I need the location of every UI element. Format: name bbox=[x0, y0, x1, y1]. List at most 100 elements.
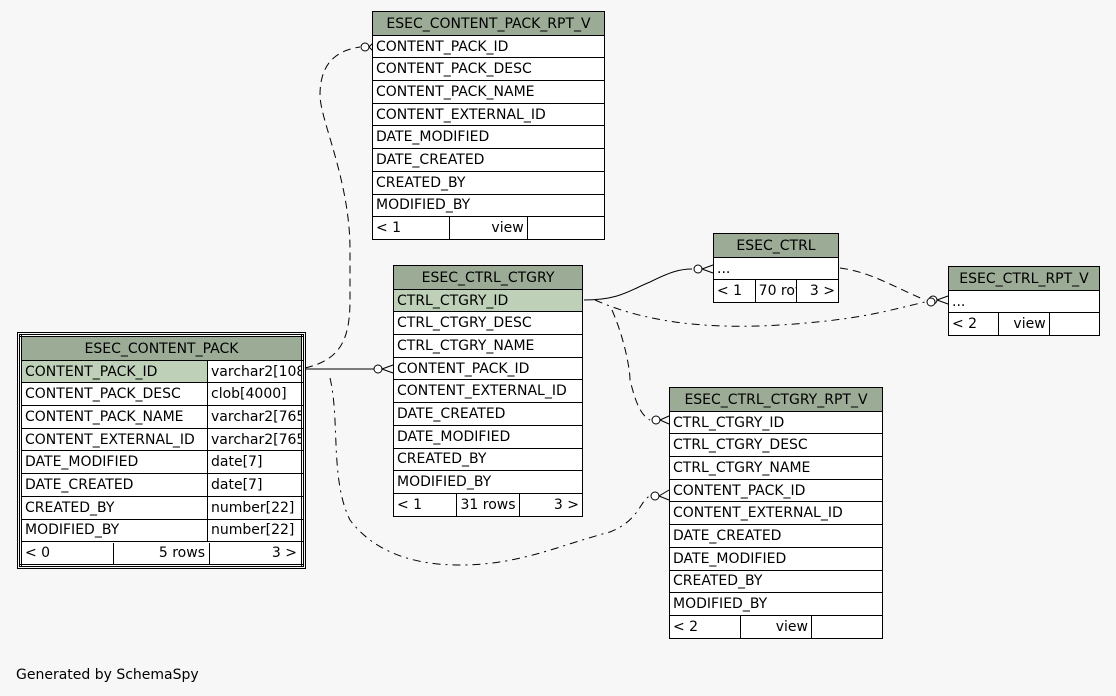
parents-link[interactable]: < 1 bbox=[713, 279, 756, 304]
edge-content-pack-to-rpt-v bbox=[304, 46, 361, 369]
table-title[interactable]: ESEC_CONTENT_PACK bbox=[20, 335, 303, 361]
table-row: MODIFIED_BY number[22] bbox=[20, 518, 303, 543]
table-row: CONTENT_PACK_ID varchar2[108] bbox=[20, 359, 303, 384]
edge-end-circle bbox=[360, 42, 370, 52]
table-row: DATE_MODIFIED date[7] bbox=[20, 450, 303, 475]
row-count: 5 rows bbox=[114, 542, 210, 564]
parents-link[interactable]: < 2 bbox=[669, 614, 741, 639]
children-link[interactable]: 3 > bbox=[271, 544, 297, 561]
table-esec-ctrl-rpt-v[interactable]: ESEC_CTRL_RPT_V ... < 2 view bbox=[947, 266, 1101, 337]
column-name: MODIFIED_BY bbox=[393, 470, 583, 494]
children-link[interactable] bbox=[1048, 312, 1101, 337]
table-row: DATE_CREATED bbox=[372, 148, 605, 172]
children-link[interactable]: 3 > bbox=[796, 279, 839, 304]
column-name: DATE_MODIFIED bbox=[372, 125, 605, 150]
edge-ctrl-ctgry-to-ctrl-ctgry-rpt-v bbox=[611, 309, 651, 421]
table-row: CTRL_CTGRY_ID bbox=[669, 410, 883, 435]
table-title[interactable]: ESEC_CTRL_CTGRY_RPT_V bbox=[669, 387, 883, 412]
table-esec-content-pack[interactable]: ESEC_CONTENT_PACK CONTENT_PACK_ID varcha… bbox=[17, 332, 306, 569]
table-row: DATE_CREATED bbox=[393, 402, 583, 426]
row-count: 70 rows bbox=[754, 279, 798, 304]
row-count: 31 rows bbox=[456, 492, 520, 517]
table-esec-ctrl-ctgry-rpt-v[interactable]: ESEC_CTRL_CTGRY_RPT_V CTRL_CTGRY_ID CTRL… bbox=[669, 387, 883, 639]
parents-link[interactable]: < 0 bbox=[22, 542, 114, 564]
table-row: DATE_MODIFIED bbox=[372, 125, 605, 150]
crows-foot bbox=[381, 364, 394, 374]
table-row: CONTENT_PACK_NAME varchar2[765] bbox=[20, 405, 303, 429]
column-name: CREATED_BY bbox=[20, 495, 208, 520]
column-name: CTRL_CTGRY_ID bbox=[669, 410, 883, 435]
edge-end-circle bbox=[650, 491, 660, 501]
column-name: CREATED_BY bbox=[669, 569, 883, 594]
column-name: DATE_CREATED bbox=[20, 473, 208, 497]
table-row: DATE_MODIFIED bbox=[669, 546, 883, 571]
table-row: CONTENT_PACK_DESC clob[4000] bbox=[20, 382, 303, 407]
table-row: CONTENT_EXTERNAL_ID varchar2[765] bbox=[20, 427, 303, 452]
table-row: ... bbox=[713, 256, 839, 281]
column-name: CTRL_CTGRY_NAME bbox=[669, 456, 883, 480]
table-row: CTRL_CTGRY_NAME bbox=[669, 456, 883, 480]
parents-link[interactable]: < 1 bbox=[371, 216, 451, 240]
column-name: CONTENT_PACK_DESC bbox=[20, 382, 208, 407]
row-count: view bbox=[449, 216, 528, 240]
row-count: view bbox=[740, 614, 812, 639]
table-footer: < 0 5 rows 3 > bbox=[20, 541, 303, 566]
children-link[interactable] bbox=[526, 216, 606, 240]
table-title[interactable]: ESEC_CTRL_CTGRY bbox=[393, 265, 583, 290]
table-row: CTRL_CTGRY_ID bbox=[393, 288, 583, 313]
edge-content-pack-to-ctrl-ctgry-rpt-v bbox=[329, 377, 651, 566]
row-count: view bbox=[998, 312, 1050, 337]
table-row: MODIFIED_BY bbox=[669, 592, 883, 616]
column-name: DATE_MODIFIED bbox=[20, 450, 208, 475]
edge-end-circle bbox=[651, 415, 661, 425]
column-name: CREATED_BY bbox=[393, 447, 583, 472]
parents-link[interactable]: < 2 bbox=[947, 312, 1000, 337]
column-name: ... bbox=[948, 289, 1100, 314]
column-name: DATE_CREATED bbox=[669, 524, 883, 548]
edge-ctrl-ctgry-to-ctrl-rpt-v bbox=[594, 299, 926, 327]
column-name: DATE_MODIFIED bbox=[393, 424, 583, 449]
table-footer: < 1 31 rows 3 > bbox=[393, 492, 583, 517]
table-footer: < 2 view bbox=[669, 614, 883, 639]
table-row: ... bbox=[948, 289, 1100, 314]
table-row: CONTENT_PACK_DESC bbox=[372, 57, 605, 82]
column-type: number[22] bbox=[207, 518, 303, 543]
table-title[interactable]: ESEC_CTRL bbox=[713, 233, 839, 258]
parents-link[interactable]: < 1 bbox=[393, 492, 457, 517]
column-name: CONTENT_EXTERNAL_ID bbox=[669, 501, 883, 526]
column-name: CTRL_CTGRY_ID bbox=[393, 288, 583, 313]
crows-foot bbox=[658, 489, 670, 501]
table-row: DATE_CREATED date[7] bbox=[20, 473, 303, 497]
table-title[interactable]: ESEC_CTRL_RPT_V bbox=[948, 266, 1100, 291]
edge-ctrl-to-ctrl-rpt-v bbox=[839, 267, 926, 301]
column-name: CREATED_BY bbox=[372, 170, 605, 195]
column-name: CONTENT_PACK_DESC bbox=[372, 57, 605, 82]
column-type: date[7] bbox=[207, 450, 303, 475]
table-row: CONTENT_EXTERNAL_ID bbox=[669, 501, 883, 526]
table-row: CREATED_BY bbox=[669, 569, 883, 594]
table-footer: < 1 view bbox=[371, 216, 606, 240]
table-esec-ctrl-ctgry[interactable]: ESEC_CTRL_CTGRY CTRL_CTGRY_ID CTRL_CTGRY… bbox=[393, 265, 583, 517]
column-type: number[22] bbox=[207, 495, 303, 520]
table-row: CTRL_CTGRY_DESC bbox=[393, 311, 583, 336]
column-name: CONTENT_PACK_ID bbox=[669, 478, 883, 503]
table-footer: < 2 view bbox=[947, 312, 1101, 337]
table-row: CONTENT_PACK_ID bbox=[393, 356, 583, 381]
column-name: MODIFIED_BY bbox=[372, 193, 605, 218]
table-esec-content-pack-rpt-v[interactable]: ESEC_CONTENT_PACK_RPT_V CONTENT_PACK_ID … bbox=[371, 11, 606, 240]
table-row: MODIFIED_BY bbox=[372, 193, 605, 218]
table-footer: < 1 70 rows 3 > bbox=[713, 279, 839, 304]
column-name: DATE_CREATED bbox=[393, 402, 583, 426]
column-name: CONTENT_PACK_ID bbox=[20, 359, 208, 384]
table-row: DATE_CREATED bbox=[669, 524, 883, 548]
table-row: CONTENT_EXTERNAL_ID bbox=[393, 379, 583, 404]
children-link[interactable]: 3 > bbox=[519, 492, 583, 517]
column-name: CONTENT_EXTERNAL_ID bbox=[372, 102, 605, 127]
column-name: CTRL_CTGRY_DESC bbox=[669, 433, 883, 458]
table-title[interactable]: ESEC_CONTENT_PACK_RPT_V bbox=[372, 11, 605, 36]
column-name: CTRL_CTGRY_DESC bbox=[393, 311, 583, 336]
children-link[interactable] bbox=[811, 614, 883, 639]
table-row: CONTENT_PACK_ID bbox=[372, 34, 605, 59]
table-esec-ctrl[interactable]: ESEC_CTRL ... < 1 70 rows 3 > bbox=[713, 233, 839, 304]
column-name: CTRL_CTGRY_NAME bbox=[393, 334, 583, 358]
